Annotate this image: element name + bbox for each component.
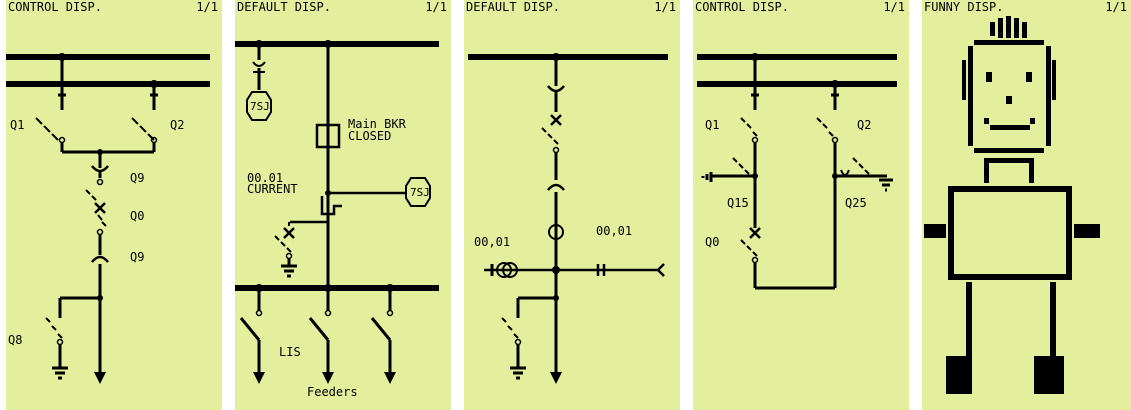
panel-title: DEFAULT DISP. — [237, 0, 331, 14]
relay-label-top: 7SJ — [250, 100, 270, 113]
single-line-diagram — [6, 53, 210, 384]
panel-header: FUNNY DISP. 1/1 — [924, 0, 1131, 14]
panel-page-indicator: 1/1 — [425, 0, 447, 14]
switch-label-q2: Q2 — [170, 118, 185, 132]
figure-face — [984, 72, 1035, 130]
panel-header: CONTROL DISP. 1/1 — [695, 0, 909, 14]
earth-switch-label-q15: Q15 — [727, 196, 749, 210]
relay-label-right: 7SJ — [410, 186, 430, 199]
figure-legs — [946, 282, 1064, 394]
figure-hair — [990, 16, 1027, 38]
switch-label-q9-upper: Q9 — [130, 171, 145, 185]
display-panel-2: DEFAULT DISP. 1/1 — [235, 0, 451, 410]
funny-figure — [924, 16, 1100, 394]
earth-switch-label-q25: Q25 — [845, 196, 867, 210]
panel-title: CONTROL DISP. — [8, 0, 102, 14]
panel-title: DEFAULT DISP. — [466, 0, 560, 14]
panel-title: CONTROL DISP. — [695, 0, 789, 14]
panel-title: FUNNY DISP. — [924, 0, 1004, 14]
panel-header: CONTROL DISP. 1/1 — [8, 0, 222, 14]
current-value: 00.01 — [247, 171, 284, 185]
display-panel-4: CONTROL DISP. 1/1 Q1 Q2 — [693, 0, 909, 410]
breaker-label-q0: Q0 — [705, 235, 720, 249]
switch-label-q2: Q2 — [857, 118, 872, 132]
display-panel-5: FUNNY DISP. 1/1 — [922, 0, 1131, 410]
panel-page-indicator: 1/1 — [196, 0, 218, 14]
panel-page-indicator: 1/1 — [1105, 0, 1127, 14]
panel-page-indicator: 1/1 — [654, 0, 676, 14]
switch-label-q1: Q1 — [705, 118, 720, 132]
breaker-label-q0: Q0 — [130, 209, 145, 223]
feeders-label: Feeders — [307, 385, 358, 399]
figure-arms — [924, 224, 1100, 238]
switch-label-q9-lower: Q9 — [130, 250, 145, 264]
current-label: CURRENT — [247, 182, 298, 196]
lis-label: LIS — [279, 345, 301, 359]
panel-page-indicator: 1/1 — [883, 0, 905, 14]
switch-label-q1: Q1 — [10, 118, 25, 132]
display-panel-1: CONTROL DISP. 1/1 — [6, 0, 222, 410]
breaker-state: CLOSED — [348, 129, 392, 143]
measurement-left: 00,01 — [474, 235, 511, 249]
display-panel-3: DEFAULT DISP. 1/1 00,01 00,01 — [464, 0, 680, 410]
figure-neck — [984, 158, 1034, 183]
single-line-diagram — [468, 53, 668, 384]
single-line-diagram — [697, 53, 897, 290]
figure-body — [948, 186, 1072, 280]
single-line-diagram — [235, 40, 439, 384]
breaker-name: Main BKR — [348, 117, 406, 131]
panel-header: DEFAULT DISP. 1/1 — [466, 0, 680, 14]
panel-header: DEFAULT DISP. 1/1 — [237, 0, 451, 14]
switch-label-q8: Q8 — [8, 333, 23, 347]
figure-head — [962, 40, 1056, 153]
measurement-right: 00,01 — [596, 224, 633, 238]
